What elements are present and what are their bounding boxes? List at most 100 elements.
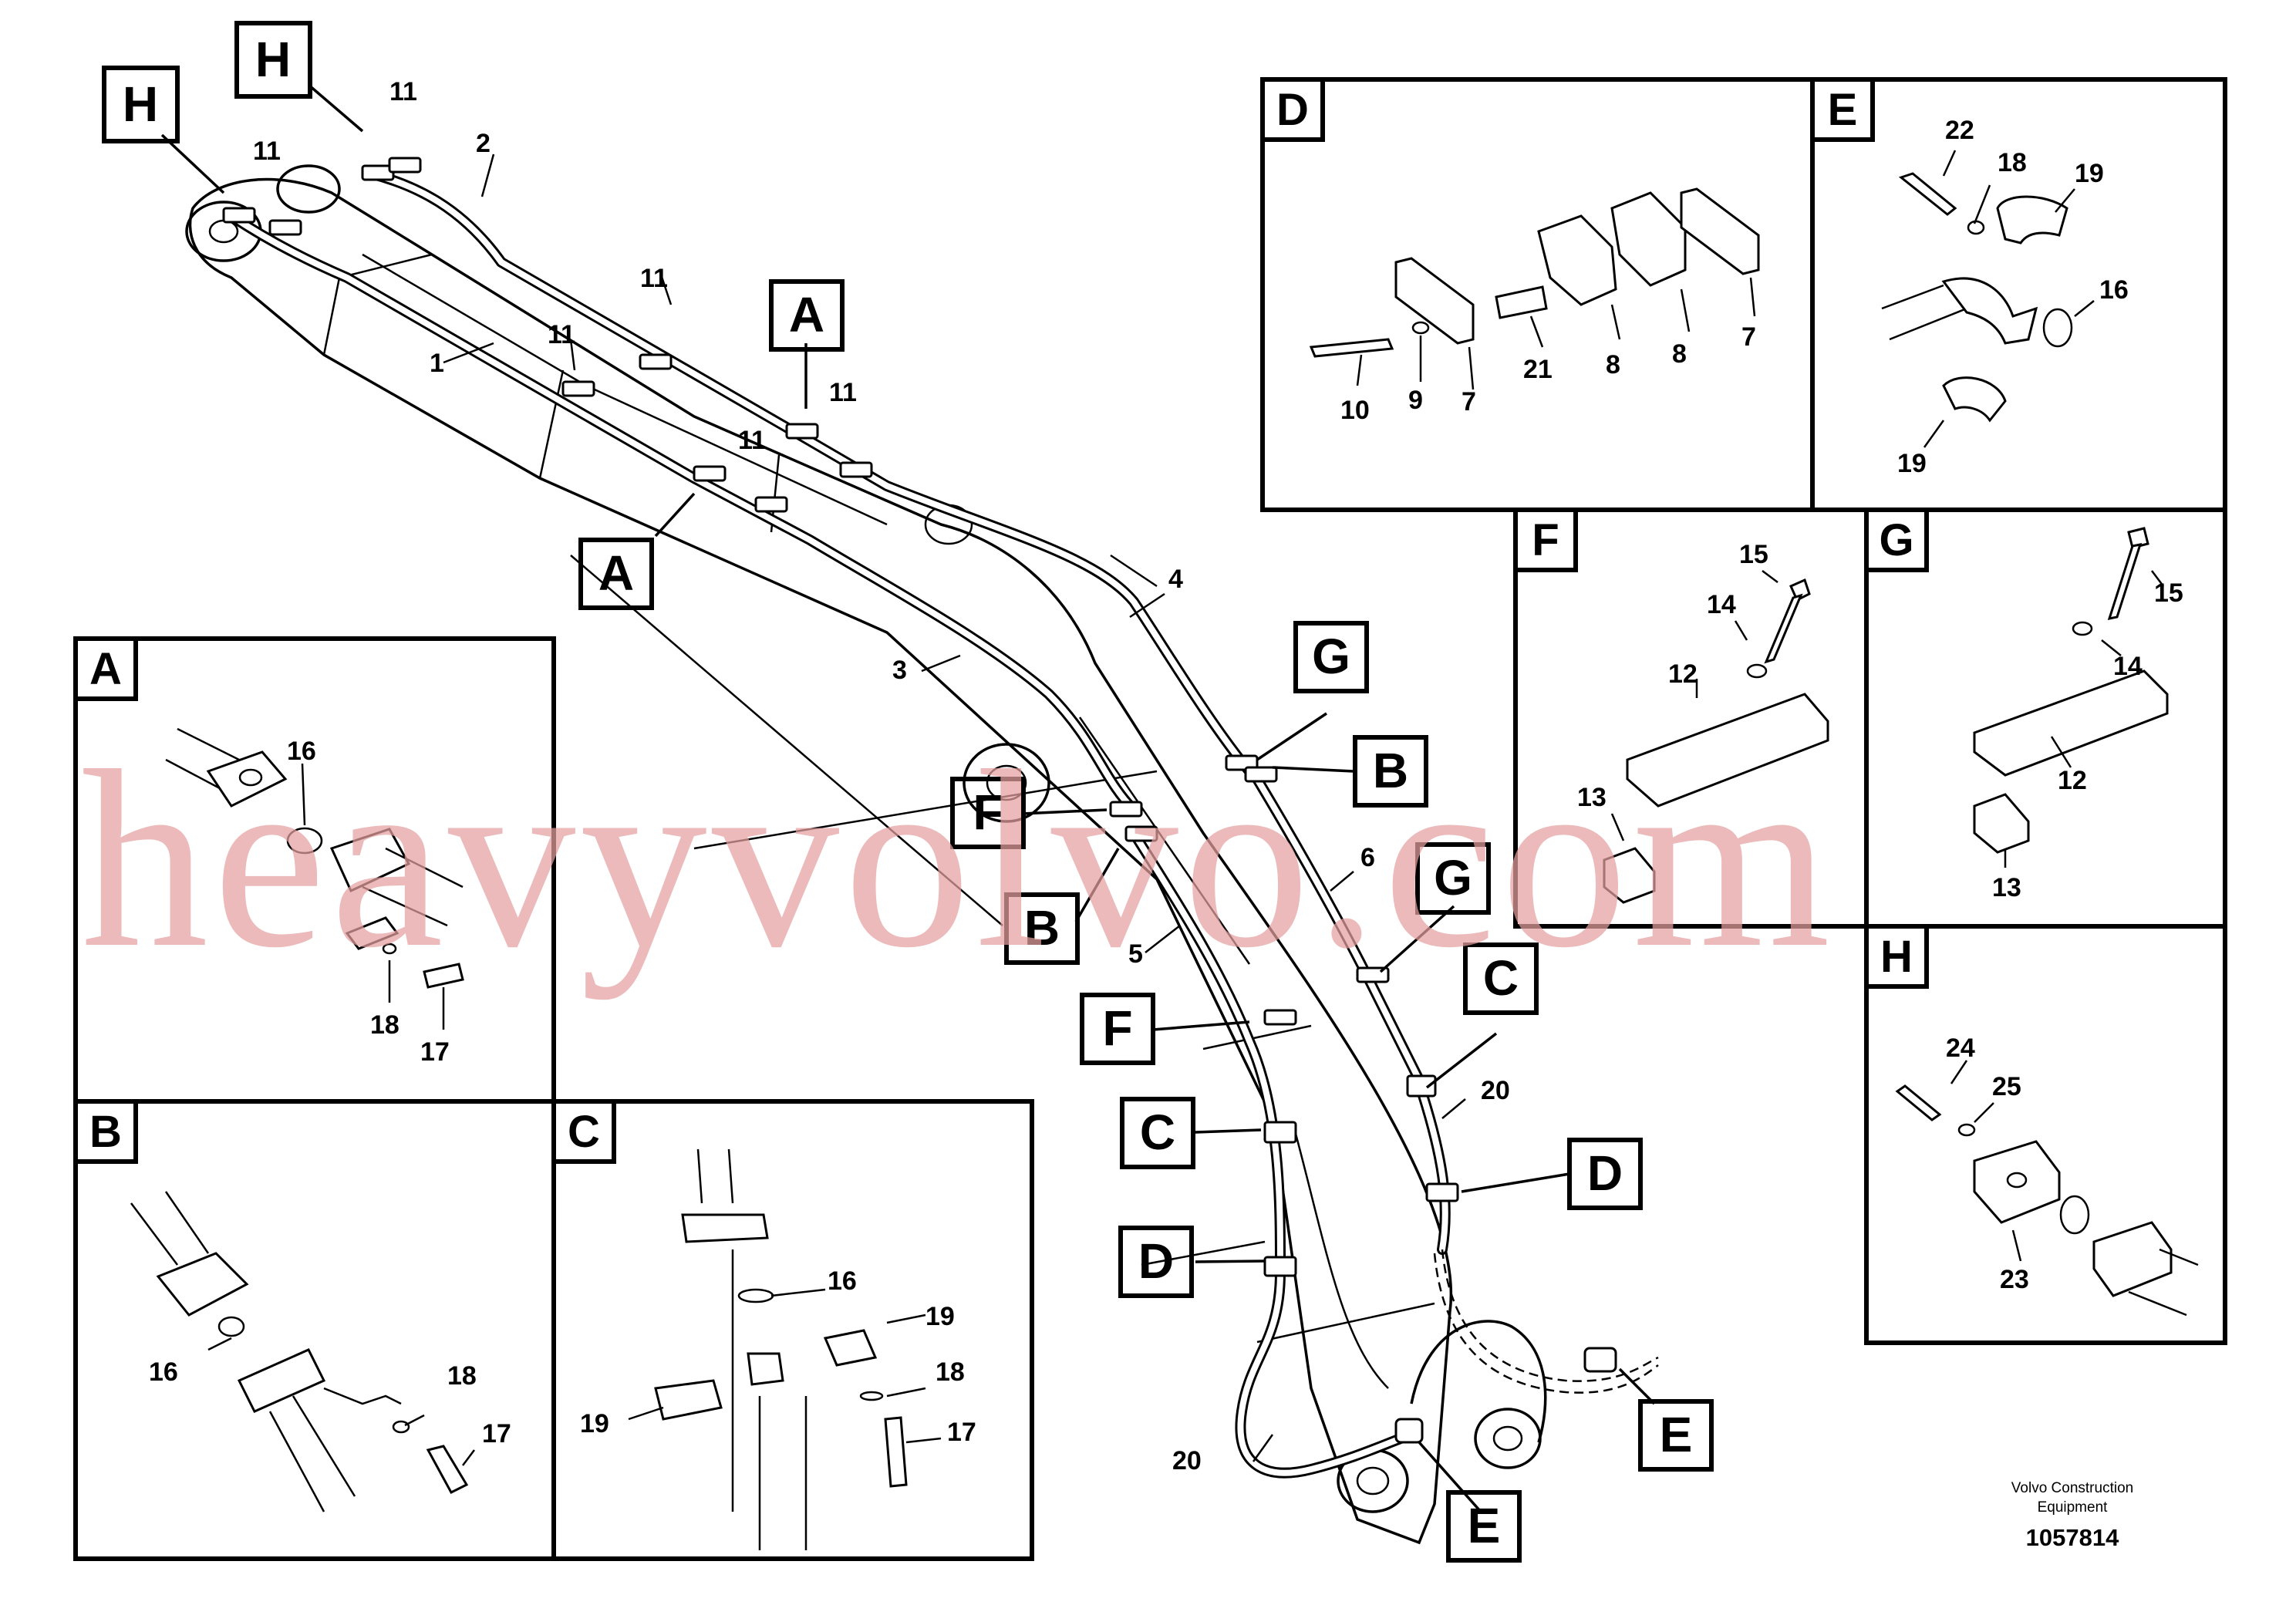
callout-letter: H — [123, 76, 158, 132]
panel-b-label: 18 — [447, 1361, 477, 1391]
callout-c-1: C — [1463, 943, 1539, 1015]
panel-d-label: 10 — [1340, 396, 1370, 425]
callout-e-1: E — [1638, 1399, 1714, 1472]
callout-a-2: A — [578, 538, 654, 610]
detail-panel-e: E 22 18 19 16 19 — [1810, 77, 2227, 512]
callout-f-2: F — [1080, 993, 1155, 1065]
callout-d-2: D — [1118, 1226, 1194, 1298]
part-11-label: 11 — [253, 137, 281, 166]
callout-letter: E — [1468, 1498, 1501, 1553]
callout-letter: F — [973, 784, 1003, 840]
panel-e-label: 22 — [1945, 116, 1974, 145]
company-name-line1: Volvo Construction — [2011, 1480, 2133, 1496]
drawing-number: 1057814 — [2026, 1524, 2119, 1551]
part-20-label: 20 — [1172, 1446, 1202, 1475]
part-11-label: 11 — [738, 426, 766, 455]
panel-e-label: 19 — [2075, 159, 2104, 188]
part-11-label: 11 — [389, 77, 417, 106]
part-20-label: 20 — [1481, 1076, 1510, 1105]
callout-letter: C — [1483, 950, 1519, 1006]
panel-c-label: 16 — [828, 1266, 857, 1296]
panel-c-label: 18 — [936, 1357, 965, 1387]
callout-letter: H — [255, 32, 291, 87]
detail-panel-d: D 10 9 7 21 8 8 7 — [1260, 77, 1815, 512]
panel-g-label: 14 — [2113, 652, 2143, 681]
callout-b-2: B — [1004, 892, 1080, 965]
detail-panel-b: B 16 18 17 — [73, 1099, 556, 1561]
callout-letter: B — [1024, 900, 1060, 956]
main-part-numbers: 1 2 3 4 5 6 11 11 11 11 11 11 20 20 — [253, 77, 1510, 1475]
title-block: Volvo Construction Equipment 1057814 — [2011, 1480, 2133, 1551]
panel-f-label: 14 — [1707, 590, 1736, 619]
boom-structure — [185, 164, 1547, 1545]
callout-h-1: H — [102, 66, 180, 143]
panel-b-letter: B — [89, 1107, 122, 1157]
panel-f-label: 12 — [1668, 659, 1698, 689]
panel-e-label: 16 — [2099, 275, 2129, 305]
callout-letter: D — [1138, 1233, 1174, 1289]
part-11-label: 11 — [829, 378, 857, 407]
panel-e-letter: E — [1828, 85, 1858, 135]
callout-letter: F — [1102, 1000, 1132, 1056]
panel-b-label: 17 — [482, 1419, 511, 1448]
callout-c-2: C — [1120, 1097, 1195, 1169]
part-4-label: 4 — [1168, 565, 1183, 594]
panel-d-label: 8 — [1606, 350, 1620, 379]
panel-c-letter: C — [568, 1107, 600, 1157]
part-6-label: 6 — [1360, 843, 1375, 872]
part-1-label: 1 — [430, 349, 444, 378]
part-5-label: 5 — [1128, 939, 1143, 969]
panel-d-label: 21 — [1523, 355, 1553, 384]
detail-panel-c: C 16 19 18 19 17 — [551, 1099, 1034, 1561]
panel-b-label: 16 — [149, 1357, 178, 1387]
part-3-label: 3 — [892, 656, 907, 685]
callout-b-1: B — [1353, 735, 1428, 808]
part-2-label: 2 — [476, 129, 491, 158]
panel-d-label: 8 — [1672, 339, 1687, 369]
callout-h-2: H — [234, 21, 312, 99]
callout-letter: G — [1434, 850, 1472, 905]
callout-g-1: G — [1293, 621, 1369, 693]
callout-d-1: D — [1567, 1138, 1643, 1210]
panel-a-label: 17 — [420, 1037, 450, 1067]
detail-panel-h: H 24 25 23 — [1864, 924, 2227, 1345]
watermark-text: heavyvolvo.com — [81, 719, 1835, 1000]
panel-h-label: 23 — [2000, 1265, 2029, 1294]
part-11-label: 11 — [548, 320, 575, 349]
detail-panel-f: F 15 14 12 13 — [1513, 508, 1869, 929]
panel-a-letter: A — [89, 644, 122, 694]
callout-letter: C — [1140, 1104, 1175, 1160]
callout-g-2: G — [1415, 842, 1491, 915]
callout-letter: A — [598, 545, 634, 601]
callout-f-1: F — [950, 777, 1026, 849]
panel-e-label: 18 — [1998, 148, 2027, 177]
panel-d-label: 7 — [1741, 322, 1756, 352]
callout-letter: A — [789, 287, 824, 342]
callout-letter: D — [1587, 1145, 1623, 1201]
panel-f-label: 15 — [1739, 540, 1768, 569]
panel-a-label: 16 — [287, 737, 316, 766]
callout-letter: E — [1660, 1407, 1693, 1462]
panel-d-letter: D — [1276, 85, 1309, 135]
detail-panel-g: G 15 14 12 13 — [1864, 508, 2227, 929]
part-11-label: 11 — [640, 264, 668, 293]
panel-f-letter: F — [1532, 515, 1559, 565]
main-callouts: H H A A G B F B — [102, 21, 1714, 1563]
panel-f-label: 13 — [1577, 783, 1607, 812]
callout-letter: B — [1373, 743, 1408, 798]
panel-a-label: 18 — [370, 1010, 400, 1040]
panel-c-label: 19 — [925, 1302, 955, 1331]
panel-g-label: 12 — [2058, 766, 2087, 795]
callout-letter: G — [1312, 629, 1350, 684]
panel-c-label: 19 — [580, 1409, 609, 1438]
panel-e-label: 19 — [1897, 449, 1927, 478]
panel-h-label: 25 — [1992, 1072, 2021, 1101]
panel-g-label: 13 — [1992, 873, 2021, 902]
panel-d-label: 9 — [1408, 386, 1423, 415]
company-name-line2: Equipment — [2038, 1499, 2109, 1516]
panel-c-label: 17 — [947, 1418, 976, 1447]
panel-g-letter: G — [1879, 515, 1913, 565]
hydraulic-pipes — [222, 157, 1659, 1479]
callout-a-1: A — [769, 279, 845, 352]
